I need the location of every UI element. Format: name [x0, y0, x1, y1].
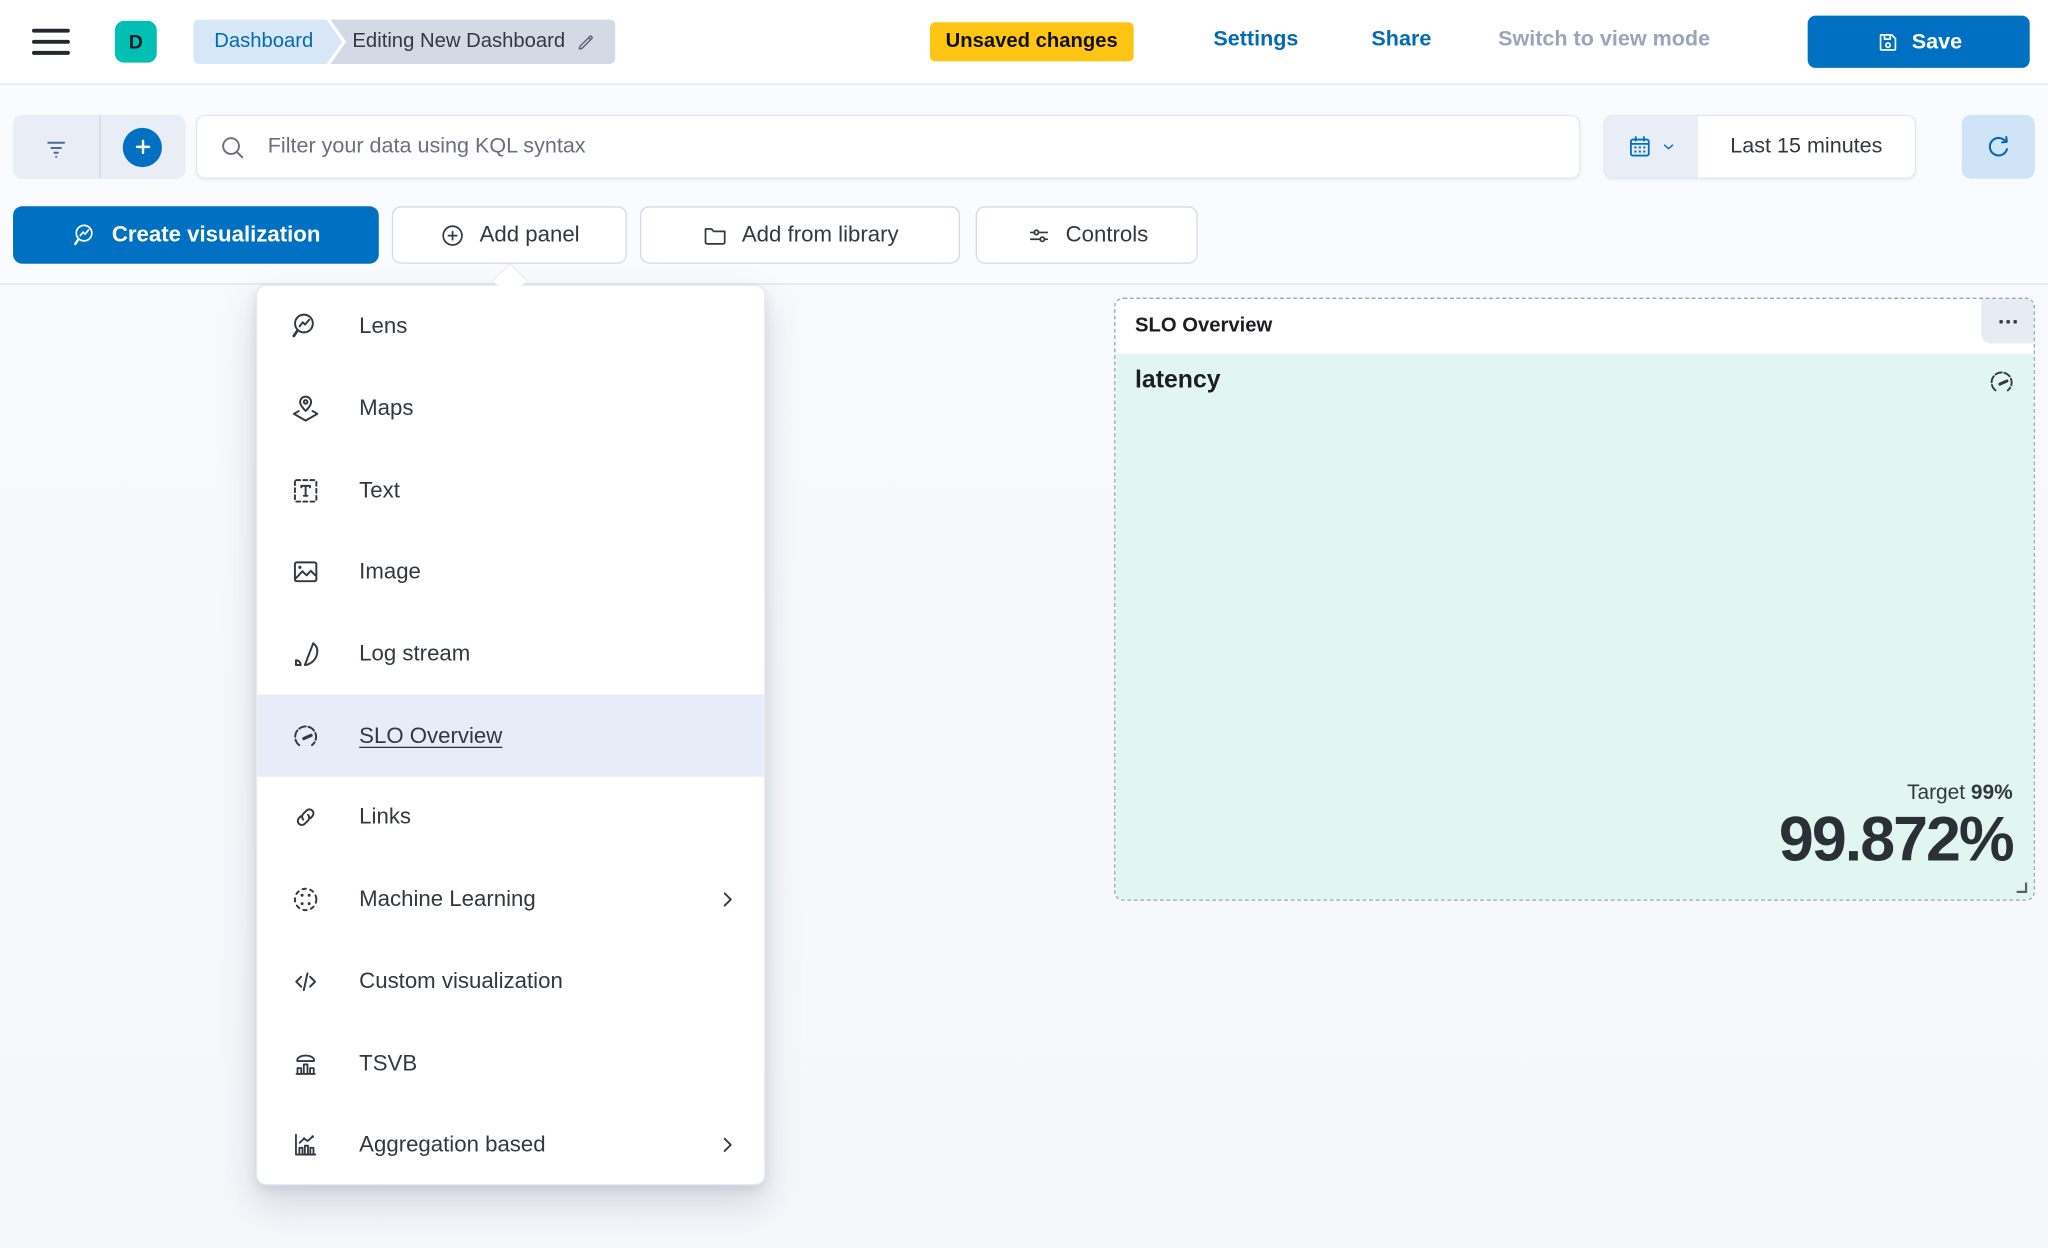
breadcrumb-dashboard[interactable]: Dashboard	[193, 19, 342, 64]
menu-toggle-button[interactable]	[31, 26, 70, 57]
menu-item-label: TSVB	[359, 1050, 418, 1076]
controls-button[interactable]: Controls	[975, 206, 1198, 264]
lens-icon	[71, 221, 98, 248]
add-panel-label: Add panel	[479, 221, 580, 247]
slo-overview-panel: SLO Overview latency Target 99% 99.872%	[1114, 297, 2035, 901]
resize-handle[interactable]	[2013, 879, 2029, 895]
link-icon	[290, 802, 321, 833]
edit-title-pencil-icon	[574, 31, 596, 53]
settings-link[interactable]: Settings	[1213, 27, 1299, 51]
breadcrumb-current-label: Editing New Dashboard	[352, 30, 566, 53]
query-toolbar-area: Last 15 minutes Create visualization Add…	[0, 83, 2048, 284]
slo-target-value: 99%	[1970, 781, 2013, 804]
create-visualization-button[interactable]: Create visualization	[13, 206, 379, 264]
calendar-icon	[1626, 133, 1653, 160]
save-button[interactable]: Save	[1807, 15, 2030, 68]
menu-item-text[interactable]: Text	[257, 450, 764, 532]
menu-item-slo-overview[interactable]: SLO Overview	[257, 695, 765, 777]
maps-icon	[290, 393, 321, 424]
kql-search-bar	[195, 114, 1581, 179]
time-range-picker: Last 15 minutes	[1603, 114, 1917, 179]
add-panel-button[interactable]: Add panel	[391, 206, 627, 264]
menu-item-log-stream[interactable]: Log stream	[257, 613, 764, 695]
filter-controls-group	[13, 114, 186, 179]
menu-item-label: Aggregation based	[359, 1132, 546, 1157]
filter-button[interactable]	[13, 114, 100, 179]
refresh-button[interactable]	[1961, 114, 2035, 179]
space-avatar[interactable]: D	[114, 20, 157, 63]
chevron-right-icon	[714, 887, 740, 913]
panel-header: SLO Overview	[1115, 298, 2034, 354]
panel-body: latency Target 99% 99.872%	[1115, 353, 2034, 900]
menu-item-label: Maps	[359, 395, 414, 421]
controls-label: Controls	[1065, 221, 1149, 247]
menu-item-label: Links	[359, 804, 412, 830]
folder-icon	[701, 221, 728, 248]
log-stream-icon	[290, 638, 321, 669]
breadcrumb: Dashboard Editing New Dashboard	[193, 19, 615, 64]
menu-item-label: Custom visualization	[359, 968, 563, 994]
search-icon	[218, 133, 247, 162]
add-from-library-label: Add from library	[741, 221, 899, 247]
menu-item-image[interactable]: Image	[257, 531, 764, 613]
time-range-value[interactable]: Last 15 minutes	[1730, 134, 1883, 158]
sliders-icon	[1025, 221, 1052, 248]
menu-item-label: SLO Overview	[359, 722, 503, 748]
chevron-down-icon	[1660, 138, 1677, 155]
add-filter-plus-icon	[123, 127, 163, 167]
hamburger-icon	[31, 26, 70, 57]
filter-funnel-icon	[41, 133, 70, 162]
slo-observed-value: 99.872%	[1778, 804, 2015, 875]
save-button-label: Save	[1911, 29, 1963, 53]
breadcrumb-current-dashboard[interactable]: Editing New Dashboard	[318, 19, 615, 64]
save-floppy-icon	[1875, 29, 1900, 54]
lens-icon	[290, 311, 321, 342]
switch-to-view-mode-link[interactable]: Switch to view mode	[1498, 27, 1711, 51]
refresh-icon	[1984, 133, 2013, 162]
gauge-icon	[1987, 367, 2017, 397]
kql-search-input[interactable]	[265, 133, 1559, 161]
gauge-icon	[290, 720, 321, 751]
menu-item-label: Image	[359, 559, 421, 585]
slo-metric-name: latency	[1135, 366, 1221, 395]
menu-item-custom-visualization[interactable]: Custom visualization	[257, 941, 764, 1023]
panel-title: SLO Overview	[1135, 314, 1273, 337]
boxes-horizontal-icon	[1995, 309, 2020, 334]
unsaved-changes-badge: Unsaved changes	[929, 22, 1134, 62]
menu-item-label: Lens	[359, 313, 408, 339]
plus-circle-icon	[439, 221, 466, 248]
menu-item-machine-learning[interactable]: Machine Learning	[257, 859, 764, 941]
text-icon	[290, 475, 321, 506]
date-picker-calendar-button[interactable]	[1605, 116, 1698, 178]
menu-item-lens[interactable]: Lens	[257, 286, 764, 368]
create-visualization-label: Create visualization	[111, 221, 321, 247]
chevron-right-icon	[714, 1132, 740, 1158]
add-from-library-button[interactable]: Add from library	[639, 206, 960, 264]
top-navigation-bar: D Dashboard Editing New Dashboard Unsave…	[0, 0, 2048, 85]
slo-values: Target 99% 99.872%	[1778, 781, 2015, 875]
add-filter-button[interactable]	[100, 115, 186, 179]
slo-target-label: Target	[1906, 781, 1966, 804]
tsvb-icon	[290, 1048, 321, 1079]
menu-item-tsvb[interactable]: TSVB	[257, 1022, 764, 1104]
share-link[interactable]: Share	[1371, 27, 1432, 51]
menu-item-maps[interactable]: Maps	[257, 368, 764, 450]
aggregation-icon	[290, 1129, 321, 1160]
menu-item-label: Machine Learning	[359, 886, 536, 912]
menu-item-aggregation-based[interactable]: Aggregation based	[257, 1104, 764, 1184]
menu-item-label: Text	[359, 477, 400, 503]
code-icon	[290, 966, 321, 997]
machine-learning-icon	[290, 884, 321, 915]
menu-item-links[interactable]: Links	[257, 777, 764, 859]
image-icon	[290, 557, 321, 588]
panel-options-button[interactable]	[1981, 298, 2034, 344]
menu-item-label: Log stream	[359, 641, 471, 666]
